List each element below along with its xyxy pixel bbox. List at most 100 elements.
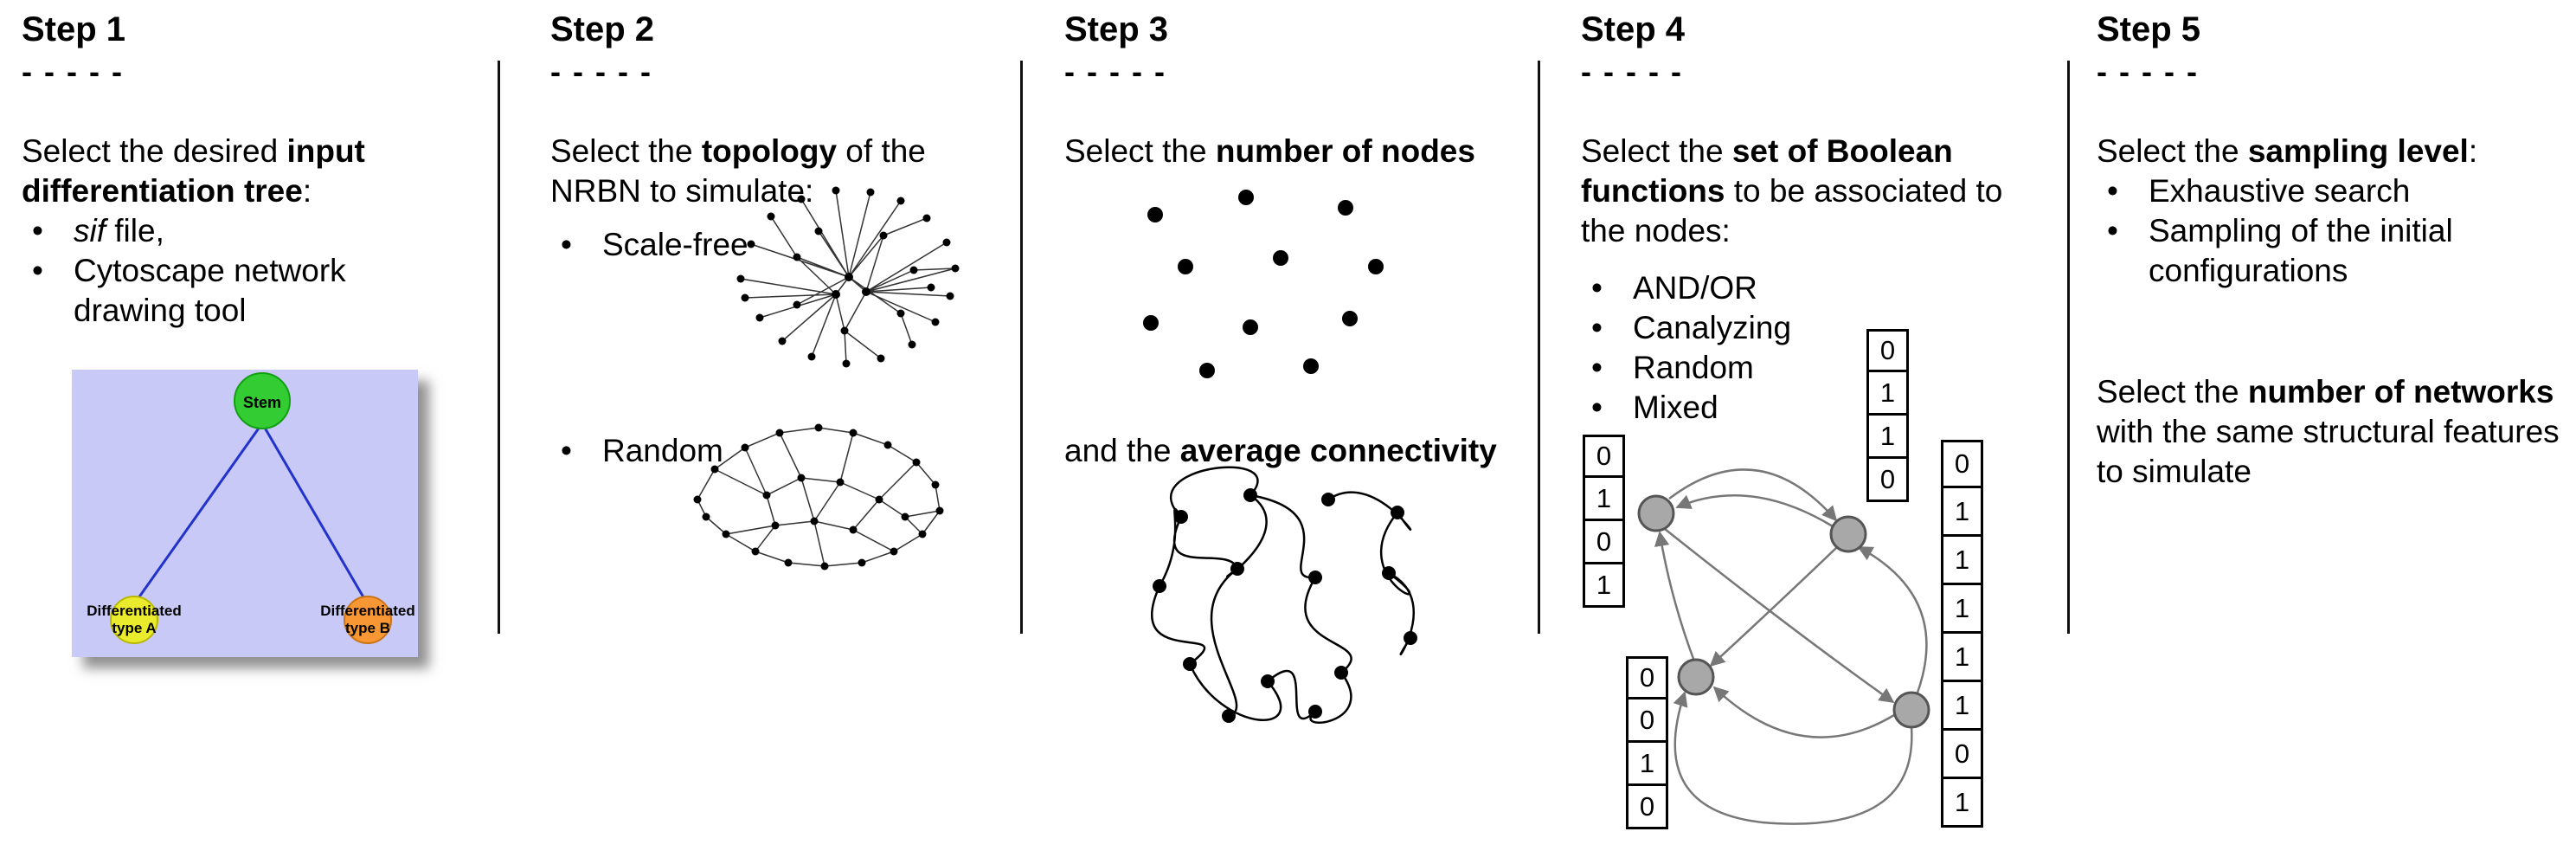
connectivity-edges xyxy=(1151,466,1415,725)
step-1-title: Step 1 xyxy=(22,10,126,48)
truth-table-cell: 0 xyxy=(1941,440,1983,488)
intro-pre: Select the xyxy=(2097,133,2248,169)
step-5-title: Step 5 xyxy=(2097,10,2201,48)
type-b-label-line2: type B xyxy=(345,620,390,636)
truth-table-right: 0 1 1 1 1 1 0 1 xyxy=(1941,440,1983,828)
connectivity-network-image xyxy=(1151,466,1417,725)
step-4-title: Step 4 xyxy=(1581,10,1686,48)
truth-table-cell: 1 xyxy=(1941,537,1983,585)
truth-table-top: 0 1 1 0 xyxy=(1866,329,1909,502)
truth-table-cell: 1 xyxy=(1583,564,1625,608)
column-divider xyxy=(1020,61,1023,634)
step-2-intro: Select the topology of the NRBN to simul… xyxy=(550,132,1000,211)
truth-table-cell: 0 xyxy=(1583,521,1625,564)
step-4-intro: Select the set of Boolean functions to b… xyxy=(1581,132,2052,251)
step-3-second-text: and the average connectivity xyxy=(1064,431,1497,471)
bullet-text: AND/OR xyxy=(1633,270,1757,306)
truth-table-cell: 0 xyxy=(1866,329,1909,372)
truth-table-cell: 1 xyxy=(1941,779,1983,828)
bullet-text: Random xyxy=(1633,350,1754,385)
boolean-network-edges xyxy=(1654,468,1928,825)
type-b-node xyxy=(344,596,392,644)
second-pre: and the xyxy=(1064,433,1180,468)
intro-pre: Select the xyxy=(550,133,702,169)
step-5-dashed-rule: - - - - - xyxy=(2097,54,2199,89)
intro-post: : xyxy=(2468,133,2478,169)
step-2-title: Step 2 xyxy=(550,10,655,48)
step-3-intro: Select the number of nodes xyxy=(1064,132,1475,171)
stem-node-label: Stem xyxy=(243,394,281,411)
scatter-dots xyxy=(1143,190,1384,378)
truth-table-cell: 0 xyxy=(1626,699,1668,743)
scale-free-edges xyxy=(740,190,956,364)
bullet-item: Exhaustive search xyxy=(2097,171,2571,211)
random-network-image xyxy=(693,423,944,571)
column-divider xyxy=(498,61,500,634)
step-1-bullet-list: sif file, Cytoscape network drawing tool xyxy=(22,211,420,331)
step-5-second-text: Select the number of networks with the s… xyxy=(2097,372,2571,492)
type-a-label-line2: type A xyxy=(112,620,156,636)
bullet-item: Scale-free xyxy=(550,225,748,265)
tree-edge xyxy=(260,422,368,603)
column-divider xyxy=(1538,61,1540,634)
bullet-item: Sampling of the initial configurations xyxy=(2097,211,2571,291)
truth-table-cell: 1 xyxy=(1941,682,1983,731)
intro-pre: Select the desired xyxy=(22,133,287,169)
bullet-item: Canalyzing xyxy=(1581,308,1791,348)
intro-bold: sampling level xyxy=(2247,133,2469,169)
type-a-node xyxy=(110,596,158,644)
intro-bold: input differentiation tree xyxy=(22,133,365,209)
truth-table-left: 0 1 0 1 xyxy=(1583,435,1625,608)
bullet-text: Exhaustive search xyxy=(2149,173,2411,209)
step-5-bullet-list: Exhaustive search Sampling of the initia… xyxy=(2097,171,2571,291)
intro-post: : xyxy=(302,173,312,209)
step-2-dashed-rule: - - - - - xyxy=(550,54,652,89)
random-edges xyxy=(697,427,941,567)
boolean-network-nodes xyxy=(1637,494,1930,729)
step-1-dashed-rule: - - - - - xyxy=(22,54,124,89)
step-1-intro: Select the desired input differentiation… xyxy=(22,132,480,211)
bullet-text: Sampling of the initial configurations xyxy=(2149,213,2453,288)
intro-bold: number of nodes xyxy=(1215,133,1475,169)
truth-table-cell: 1 xyxy=(1941,585,1983,634)
intro-pre: Select the xyxy=(1064,133,1216,169)
bullet-text: Canalyzing xyxy=(1633,310,1792,345)
truth-table-cell: 0 xyxy=(1626,656,1668,699)
bullet-item: Mixed xyxy=(1581,388,1791,428)
stem-node xyxy=(234,372,291,429)
column-divider xyxy=(2067,61,2070,634)
type-a-label-line1: Differentiated xyxy=(87,603,182,619)
bullet-text: Mixed xyxy=(1633,390,1718,425)
truth-table-cell: 1 xyxy=(1583,478,1625,521)
nodes-scatter-image xyxy=(1143,190,1384,378)
boolean-network-image xyxy=(1637,468,1930,825)
intro-pre: Select the xyxy=(1581,133,1732,169)
bullet-item: Random xyxy=(1581,348,1791,388)
intro-bold: set of Boolean functions xyxy=(1581,133,1953,209)
truth-table-cell: 1 xyxy=(1941,634,1983,682)
step-5-intro: Select the sampling level: xyxy=(2097,132,2571,171)
second-pre: Select the xyxy=(2097,374,2248,409)
bullet-text: file, xyxy=(106,213,164,248)
intro-post: to be associated to the nodes: xyxy=(1581,173,2003,248)
differentiation-tree-svg: Stem Differentiated type A Differentiate… xyxy=(87,372,415,644)
step-2-bullet-scale-free: Scale-free xyxy=(550,225,748,265)
step-2-bullet-random: Random xyxy=(550,431,723,471)
step-4-bullet-list: AND/OR Canalyzing Random Mixed xyxy=(1581,268,1791,428)
intro-bold: topology xyxy=(701,133,838,169)
connectivity-dots xyxy=(1153,488,1417,723)
truth-table-cell: 1 xyxy=(1866,372,1909,416)
bullet-item: sif file, xyxy=(22,211,420,251)
intro-post: of the NRBN to simulate: xyxy=(550,133,926,209)
truth-table-cell: 1 xyxy=(1866,416,1909,459)
second-bold: average connectivity xyxy=(1179,433,1497,468)
step-4-dashed-rule: - - - - - xyxy=(1581,54,1683,89)
bullet-text: Cytoscape network drawing tool xyxy=(74,253,346,328)
scale-free-network-image xyxy=(736,186,960,368)
bullet-text: Random xyxy=(602,433,723,468)
truth-table-cell: 0 xyxy=(1866,459,1909,502)
truth-table-cell: 0 xyxy=(1626,786,1668,829)
bullet-text: Scale-free xyxy=(602,227,748,262)
bullet-item: AND/OR xyxy=(1581,268,1791,308)
differentiation-tree-image: Stem Differentiated type A Differentiate… xyxy=(72,370,418,657)
